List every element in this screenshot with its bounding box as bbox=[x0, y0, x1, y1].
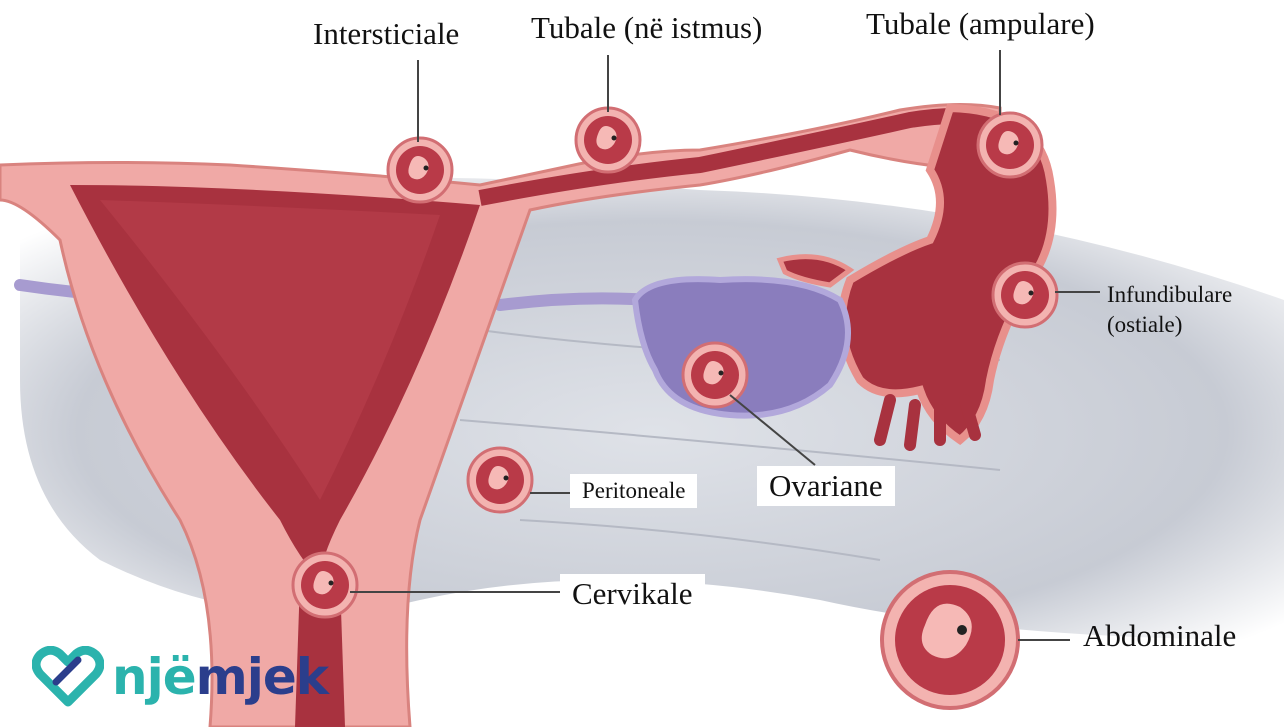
label-infundibulare-line2: (ostiale) bbox=[1107, 312, 1183, 337]
embryo-isthmic-icon bbox=[574, 106, 642, 174]
label-cervikale: Cervikale bbox=[560, 574, 705, 614]
brand-logo: njëmjek bbox=[32, 642, 329, 712]
logo-text: njëmjek bbox=[112, 648, 329, 706]
embryo-infundibular-icon bbox=[991, 261, 1059, 329]
embryo-interstitial-icon bbox=[386, 136, 454, 204]
logo-heart-icon bbox=[32, 646, 104, 707]
embryo-ampullary-icon bbox=[976, 111, 1044, 179]
label-intersticiale: Intersticiale bbox=[313, 16, 460, 51]
leader-lines bbox=[350, 50, 1100, 641]
label-peritoneale: Peritoneale bbox=[570, 474, 698, 508]
label-tubale-istmus: Tubale (në istmus) bbox=[531, 10, 763, 45]
embryo-ovarian-icon bbox=[681, 341, 749, 409]
label-infundibulare-line1: Infundibulare bbox=[1107, 282, 1233, 307]
label-abdominale: Abdominale bbox=[1083, 618, 1237, 653]
embryo-peritoneal-icon bbox=[466, 446, 534, 514]
logo-text-part2: mjek bbox=[195, 648, 329, 706]
embryo-abdominal-icon bbox=[880, 570, 1020, 710]
label-infundibulare: Infundibulare (ostiale) bbox=[1107, 280, 1232, 340]
logo-text-part1: një bbox=[112, 648, 197, 706]
embryo-cervical-icon bbox=[291, 551, 359, 619]
label-ovariane: Ovariane bbox=[757, 466, 895, 506]
label-tubale-ampulare: Tubale (ampulare) bbox=[866, 6, 1095, 41]
fallopian-tube-ampulla bbox=[776, 103, 1057, 451]
